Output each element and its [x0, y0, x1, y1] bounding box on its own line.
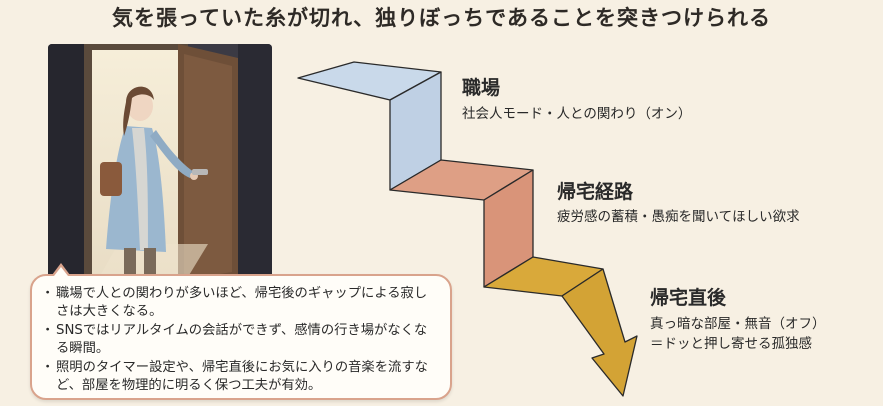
note-item: 照明のタイマー設定や、帰宅直後にお気に入りの音楽を流すなど、部屋を物理的に明るく… — [41, 359, 440, 396]
step-arrival-arrow — [561, 268, 638, 397]
step-title-arrival: 帰宅直後 — [650, 287, 727, 309]
step-desc-work: 社会人モード・人との関わり（オン） — [462, 106, 692, 122]
note-list: 職場で人との関わりが多いほど、帰宅後のギャップによる寂しさは大きくなる。 SNS… — [41, 285, 440, 396]
note-item: 職場で人との関わりが多いほど、帰宅後のギャップによる寂しさは大きくなる。 — [41, 285, 440, 322]
note-box: 職場で人との関わりが多いほど、帰宅後のギャップによる寂しさは大きくなる。 SNS… — [30, 274, 452, 400]
step-desc-arrival: 真っ暗な部屋・無音（オフ） ＝ドッと押し寄せる孤独感 — [650, 316, 826, 352]
step-title-commute: 帰宅経路 — [557, 181, 634, 203]
page-title: 気を張っていた糸が切れ、独りぼっちであることを突きつけられる — [112, 6, 771, 30]
note-item: SNSではリアルタイムの会話ができず、感情の行き場がなくなる瞬間。 — [41, 322, 440, 359]
step-desc-commute: 疲労感の蓄積・愚痴を聞いてほしい欲求 — [557, 209, 800, 225]
step-title-work: 職場 — [462, 77, 501, 99]
note-pointer-inner — [54, 267, 68, 276]
